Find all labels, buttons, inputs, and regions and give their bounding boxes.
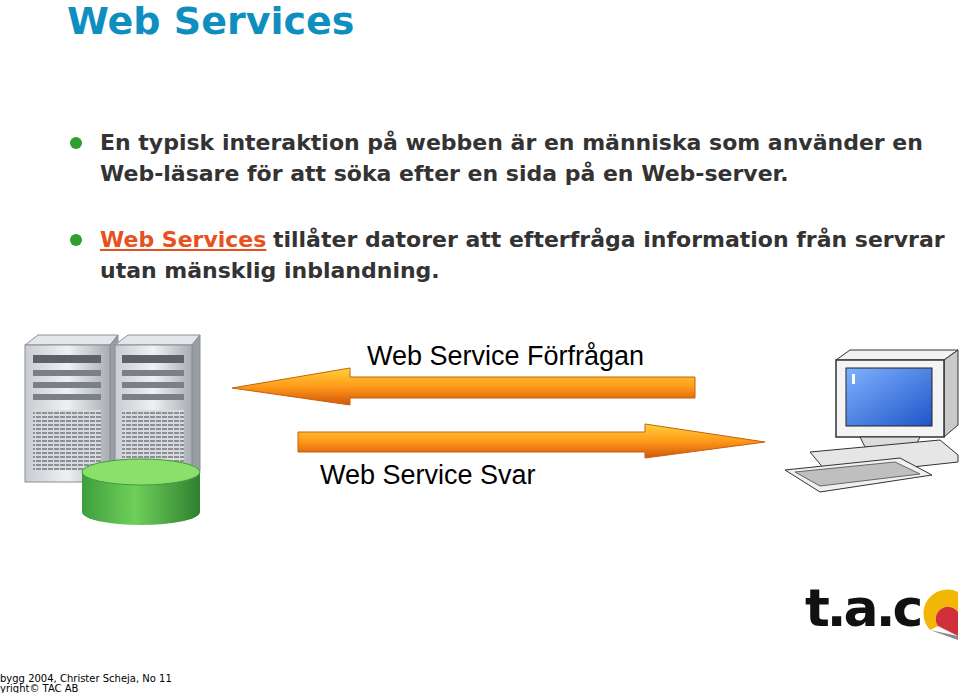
footer-note: yright© TAC AB [0, 683, 78, 693]
arrow-label: Web Service Förfrågan [367, 340, 644, 372]
bullet-dot [70, 137, 82, 149]
server-tower [25, 335, 118, 482]
computer-icon [785, 350, 958, 492]
arrow-label: Web Service Svar [320, 459, 536, 491]
bullet-text: En typisk interaktion på webben är en mä… [100, 127, 940, 189]
request-arrow [232, 368, 695, 405]
logo-swirl [924, 590, 958, 640]
footer-note: bygg 2004, Christer Scheja, No 11 [0, 673, 172, 684]
slide-title: Web Services [67, 0, 354, 42]
database-cylinder [82, 459, 200, 525]
bullet-text: Web Servicestillåter datorer att efterfr… [100, 224, 955, 286]
bullet-dot [70, 234, 82, 246]
response-arrow [298, 424, 765, 458]
company-logo: t.a.c [805, 578, 920, 638]
highlighted-term: Web Services [100, 227, 266, 252]
